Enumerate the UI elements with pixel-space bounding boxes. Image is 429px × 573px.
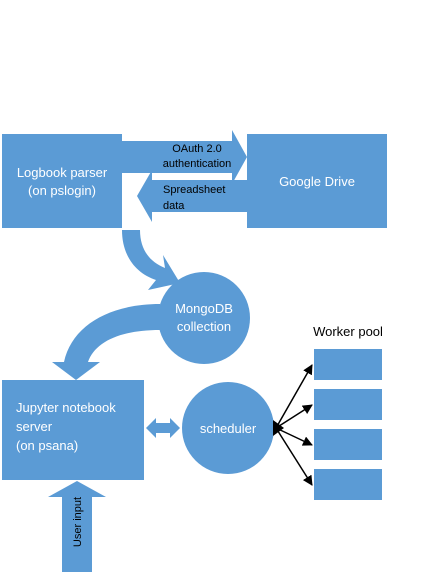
jupyter-label-line1: Jupyter notebook <box>16 400 116 415</box>
scheduler-label: scheduler <box>200 421 257 436</box>
jupyter-label-line2: server <box>16 419 53 434</box>
google-drive-node: Google Drive <box>247 134 387 228</box>
oauth-label-line2: authentication <box>163 158 232 170</box>
jupyter-server-node: Jupyter notebook server (on psana) <box>2 380 144 480</box>
logbook-parser-label-line2: (on pslogin) <box>28 183 96 198</box>
worker-arrow <box>275 427 313 486</box>
parser-to-mongodb-arrow <box>122 230 180 290</box>
scheduler-worker-arrows <box>275 364 313 486</box>
mongodb-label-line2: collection <box>177 319 231 334</box>
worker-box <box>314 349 382 380</box>
spreadsheet-label-line2: data <box>163 200 185 212</box>
worker-arrow <box>275 404 313 429</box>
spreadsheet-arrow: Spreadsheet data <box>137 170 247 222</box>
jupyter-scheduler-arrow <box>146 418 180 438</box>
user-input-label: User input <box>72 497 84 547</box>
scheduler-arrow-origin <box>273 420 284 436</box>
logbook-parser-label-line1: Logbook parser <box>17 165 108 180</box>
google-drive-label: Google Drive <box>279 174 355 189</box>
worker-box <box>314 469 382 500</box>
scheduler-node: scheduler <box>182 382 274 474</box>
mongodb-label-line1: MongoDB <box>175 301 233 316</box>
worker-arrow <box>275 427 313 446</box>
worker-arrow <box>275 364 313 429</box>
mongodb-node: MongoDB collection <box>158 272 250 364</box>
spreadsheet-label-line1: Spreadsheet <box>163 184 225 196</box>
worker-pool-title: Worker pool <box>313 324 383 339</box>
oauth-label-line1: OAuth 2.0 <box>172 143 222 155</box>
worker-pool <box>314 349 382 500</box>
worker-box <box>314 429 382 460</box>
worker-box <box>314 389 382 420</box>
jupyter-label-line3: (on psana) <box>16 438 78 453</box>
user-input-arrow: User input <box>48 481 106 572</box>
logbook-parser-node: Logbook parser (on pslogin) <box>2 134 122 228</box>
mongodb-to-jupyter-arrow <box>52 304 160 380</box>
oauth-arrow: OAuth 2.0 authentication <box>122 130 247 184</box>
